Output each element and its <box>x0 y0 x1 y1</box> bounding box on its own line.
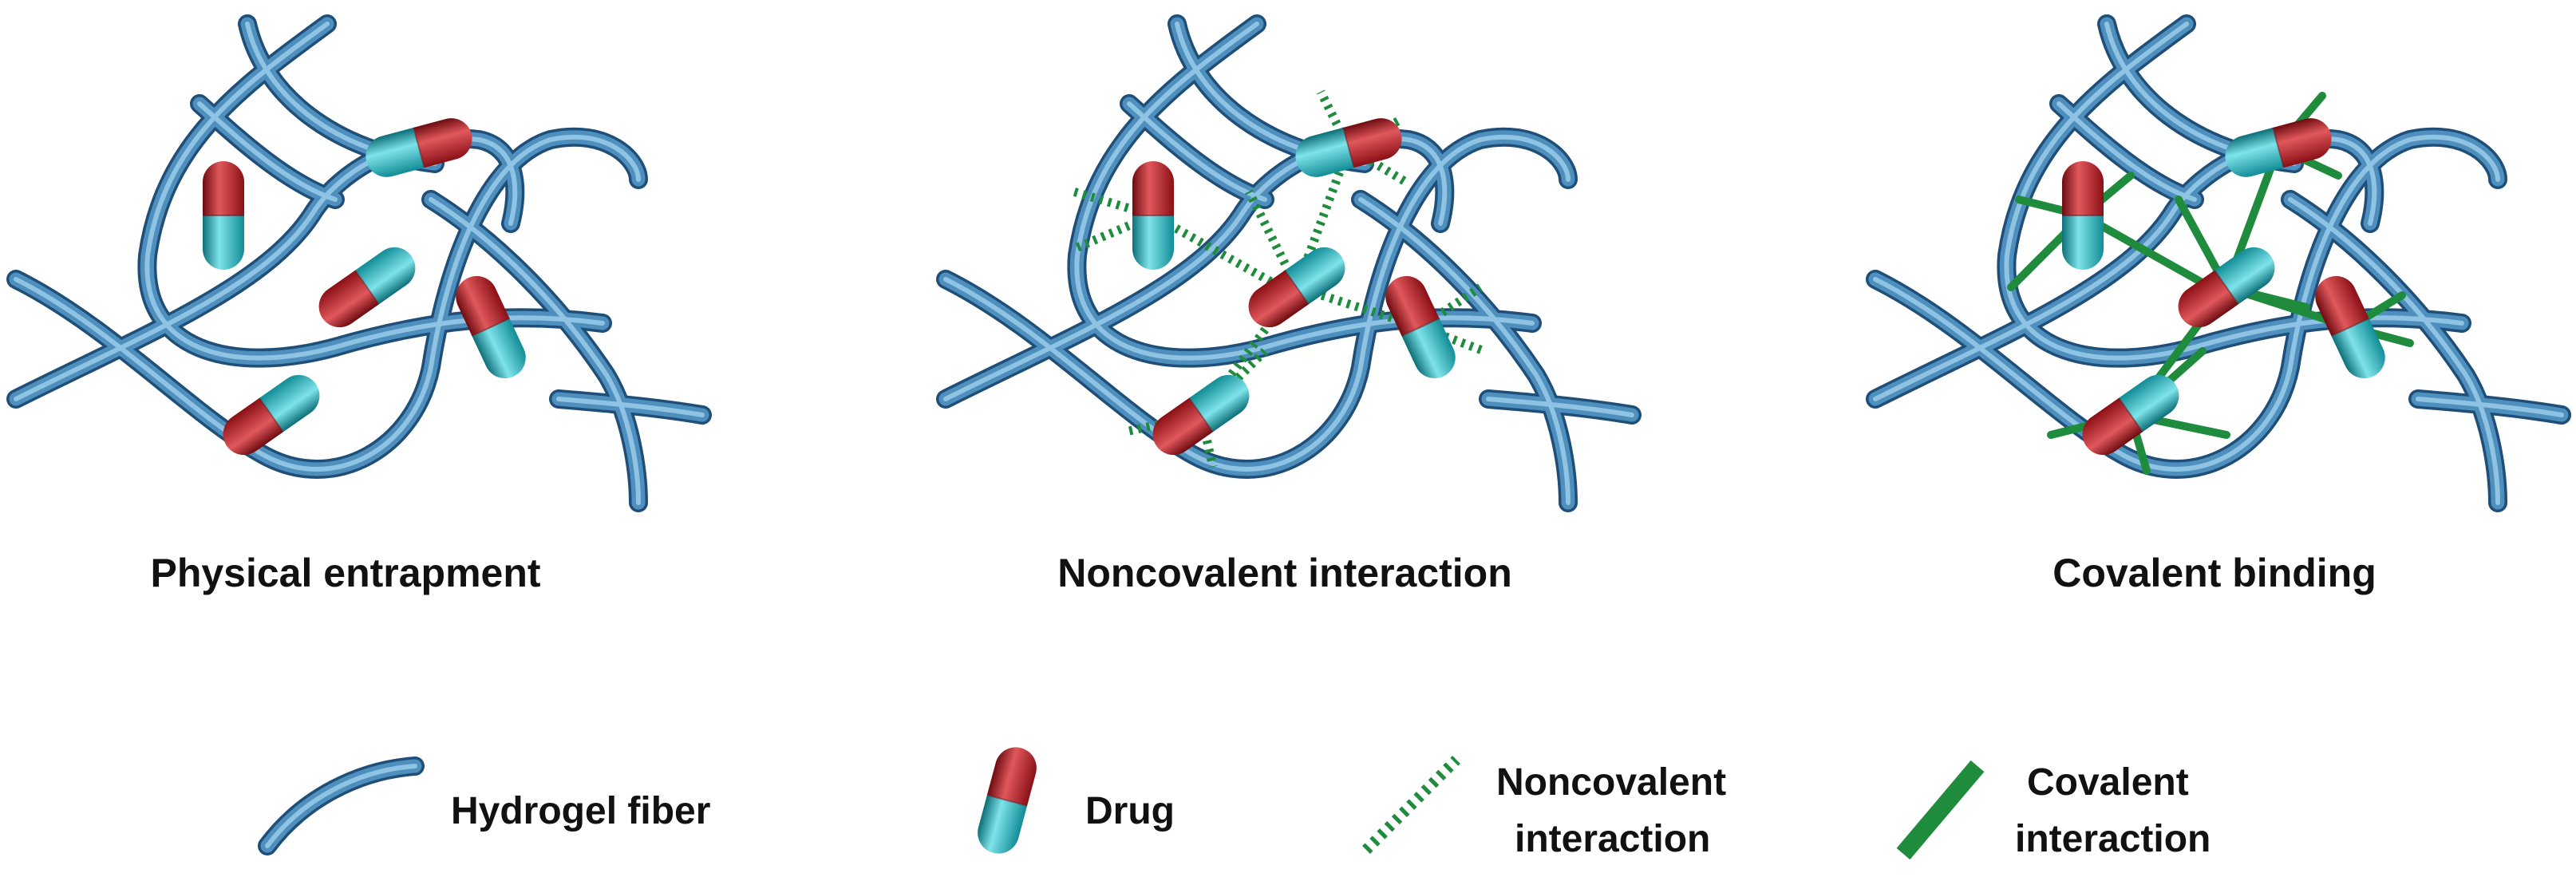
drug-icon <box>972 741 1042 859</box>
legend-noncovalent-line-1: Noncovalent <box>1496 761 1726 804</box>
panel-physical-entrapment: Physical entrapment <box>16 24 702 595</box>
legend-item-covalent: Covalent interaction <box>1896 760 2211 860</box>
legend-drug-label: Drug <box>1085 790 1175 832</box>
legend-item-fiber: Hydrogel fiber <box>258 757 710 855</box>
legend-covalent-line-2: interaction <box>2015 818 2211 860</box>
legend-noncovalent-line-2: interaction <box>1515 818 1710 860</box>
legend-covalent-line-1: Covalent <box>2027 761 2189 804</box>
panel-title: Covalent binding <box>2053 551 2376 595</box>
drug-capsule <box>202 160 245 271</box>
panel-noncovalent-interaction: Noncovalent interaction <box>946 24 1632 595</box>
legend-item-noncovalent: Noncovalent interaction <box>1362 756 1736 860</box>
legend-covalent-label: Covalent interaction <box>2015 761 2211 860</box>
hydrogel-fiber-icon <box>258 757 425 855</box>
covalent-interaction-icon <box>1896 760 1985 860</box>
legend-noncovalent-label: Noncovalent interaction <box>1496 761 1736 860</box>
drug-capsule <box>1132 160 1175 271</box>
legend: Hydrogel fiber Drug Noncovalent interact… <box>258 741 2211 860</box>
drug-capsule <box>2219 113 2337 183</box>
panel-covalent-binding: Covalent binding <box>1875 24 2562 595</box>
panel-title: Physical entrapment <box>150 551 540 595</box>
drug-capsule <box>360 113 478 183</box>
noncovalent-interaction-icon <box>1362 756 1460 854</box>
drug-capsule <box>2061 160 2104 271</box>
legend-item-drug: Drug <box>972 741 1175 859</box>
legend-fiber-label: Hydrogel fiber <box>451 790 710 832</box>
hydrogel-fiber-network <box>16 24 702 503</box>
hydrogel-fiber-network <box>946 24 1632 503</box>
panel-title: Noncovalent interaction <box>1057 551 1512 595</box>
